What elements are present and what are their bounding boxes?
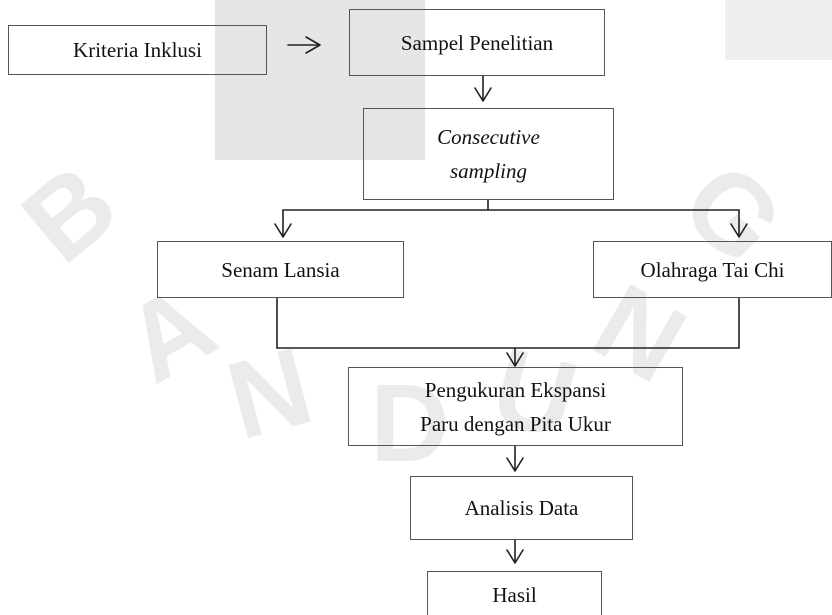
box-consecutive-sampling: Consecutive sampling	[363, 108, 614, 200]
box-analisis-data: Analisis Data	[410, 476, 633, 540]
box-pengukuran-ekspansi: Pengukuran Ekspansi Paru dengan Pita Uku…	[348, 367, 683, 446]
arrowhead-to-taichi	[730, 223, 748, 238]
watermark-block	[725, 0, 832, 60]
label-olahraga-tai-chi: Olahraga Tai Chi	[640, 257, 785, 282]
label-sampel-penelitian: Sampel Penelitian	[400, 30, 554, 55]
box-kriteria-inklusi: Kriteria Inklusi	[8, 25, 267, 75]
label-pengukuran-line2: Paru dengan Pita Ukur	[420, 411, 611, 436]
label-consecutive-line1: Consecutive	[437, 125, 540, 149]
box-sampel-penelitian: Sampel Penelitian	[349, 9, 605, 76]
label-kriteria-inklusi: Kriteria Inklusi	[73, 38, 202, 62]
label-senam-lansia: Senam Lansia	[221, 257, 340, 282]
watermark-block	[215, 0, 425, 160]
arrowhead-kriteria-to-sampel	[305, 36, 321, 54]
arrowhead-sampel-to-consecutive	[474, 87, 492, 102]
label-consecutive-line2: sampling	[449, 159, 527, 183]
arrowhead-to-pengukuran	[506, 352, 524, 367]
box-senam-lansia: Senam Lansia	[157, 241, 404, 298]
arrowhead-analisis-to-hasil	[506, 549, 524, 564]
label-analisis-data: Analisis Data	[464, 496, 579, 520]
watermark-letter: D	[370, 362, 450, 485]
label-hasil: Hasil	[492, 583, 537, 607]
label-pengukuran-line1: Pengukuran Ekspansi	[424, 377, 607, 402]
arrowhead-pengukuran-to-analisis	[506, 457, 524, 472]
box-olahraga-tai-chi: Olahraga Tai Chi	[593, 241, 832, 298]
box-hasil: Hasil	[427, 571, 602, 615]
arrowhead-to-senam	[274, 223, 292, 238]
